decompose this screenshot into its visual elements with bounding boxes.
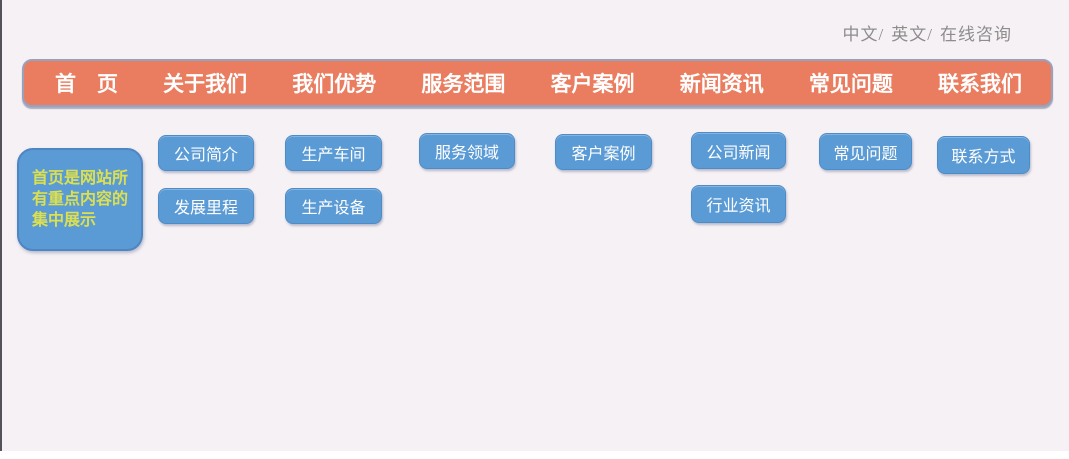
button-company-news[interactable]: 公司新闻 xyxy=(691,132,786,169)
button-industry-news[interactable]: 行业资讯 xyxy=(691,185,786,223)
home-note-text: 首页是网站所有重点内容的集中展示 xyxy=(32,169,129,230)
language-bar: 中文/英文/在线咨询 xyxy=(843,20,1012,45)
nav-item-customer-cases[interactable]: 客户案例 xyxy=(550,73,635,96)
button-production-workshop[interactable]: 生产车间 xyxy=(285,135,382,171)
button-production-equipment[interactable]: 生产设备 xyxy=(285,188,382,224)
nav-item-news[interactable]: 新闻资讯 xyxy=(679,73,764,96)
button-service-areas[interactable]: 服务领域 xyxy=(419,133,515,169)
button-company-profile[interactable]: 公司简介 xyxy=(158,135,254,171)
nav-item-contact-us[interactable]: 联系我们 xyxy=(937,73,1022,96)
button-faq[interactable]: 常见问题 xyxy=(819,133,912,170)
nav-item-faq[interactable]: 常见问题 xyxy=(808,73,893,96)
lang-chinese-link[interactable]: 中文 xyxy=(842,25,879,44)
nav-item-home[interactable]: 首 页 xyxy=(55,73,118,96)
nav-item-service-scope[interactable]: 服务范围 xyxy=(421,73,506,96)
bottom-strip xyxy=(0,451,1069,459)
lang-separator: / xyxy=(878,25,885,44)
lang-separator: / xyxy=(927,25,933,44)
button-customer-cases[interactable]: 客户案例 xyxy=(555,134,652,170)
left-border-line xyxy=(0,0,2,451)
home-note-box: 首页是网站所有重点内容的集中展示 xyxy=(17,148,143,251)
button-development-milestones[interactable]: 发展里程 xyxy=(158,188,254,224)
lang-english-link[interactable]: 英文 xyxy=(891,25,928,44)
online-consult-link[interactable]: 在线咨询 xyxy=(940,25,1012,44)
nav-item-our-advantages[interactable]: 我们优势 xyxy=(292,73,377,96)
main-navbar: 首 页 关于我们 我们优势 服务范围 客户案例 新闻资讯 常见问题 联系我们 xyxy=(22,59,1053,107)
button-contact-info[interactable]: 联系方式 xyxy=(937,136,1030,174)
nav-item-about-us[interactable]: 关于我们 xyxy=(163,73,248,96)
